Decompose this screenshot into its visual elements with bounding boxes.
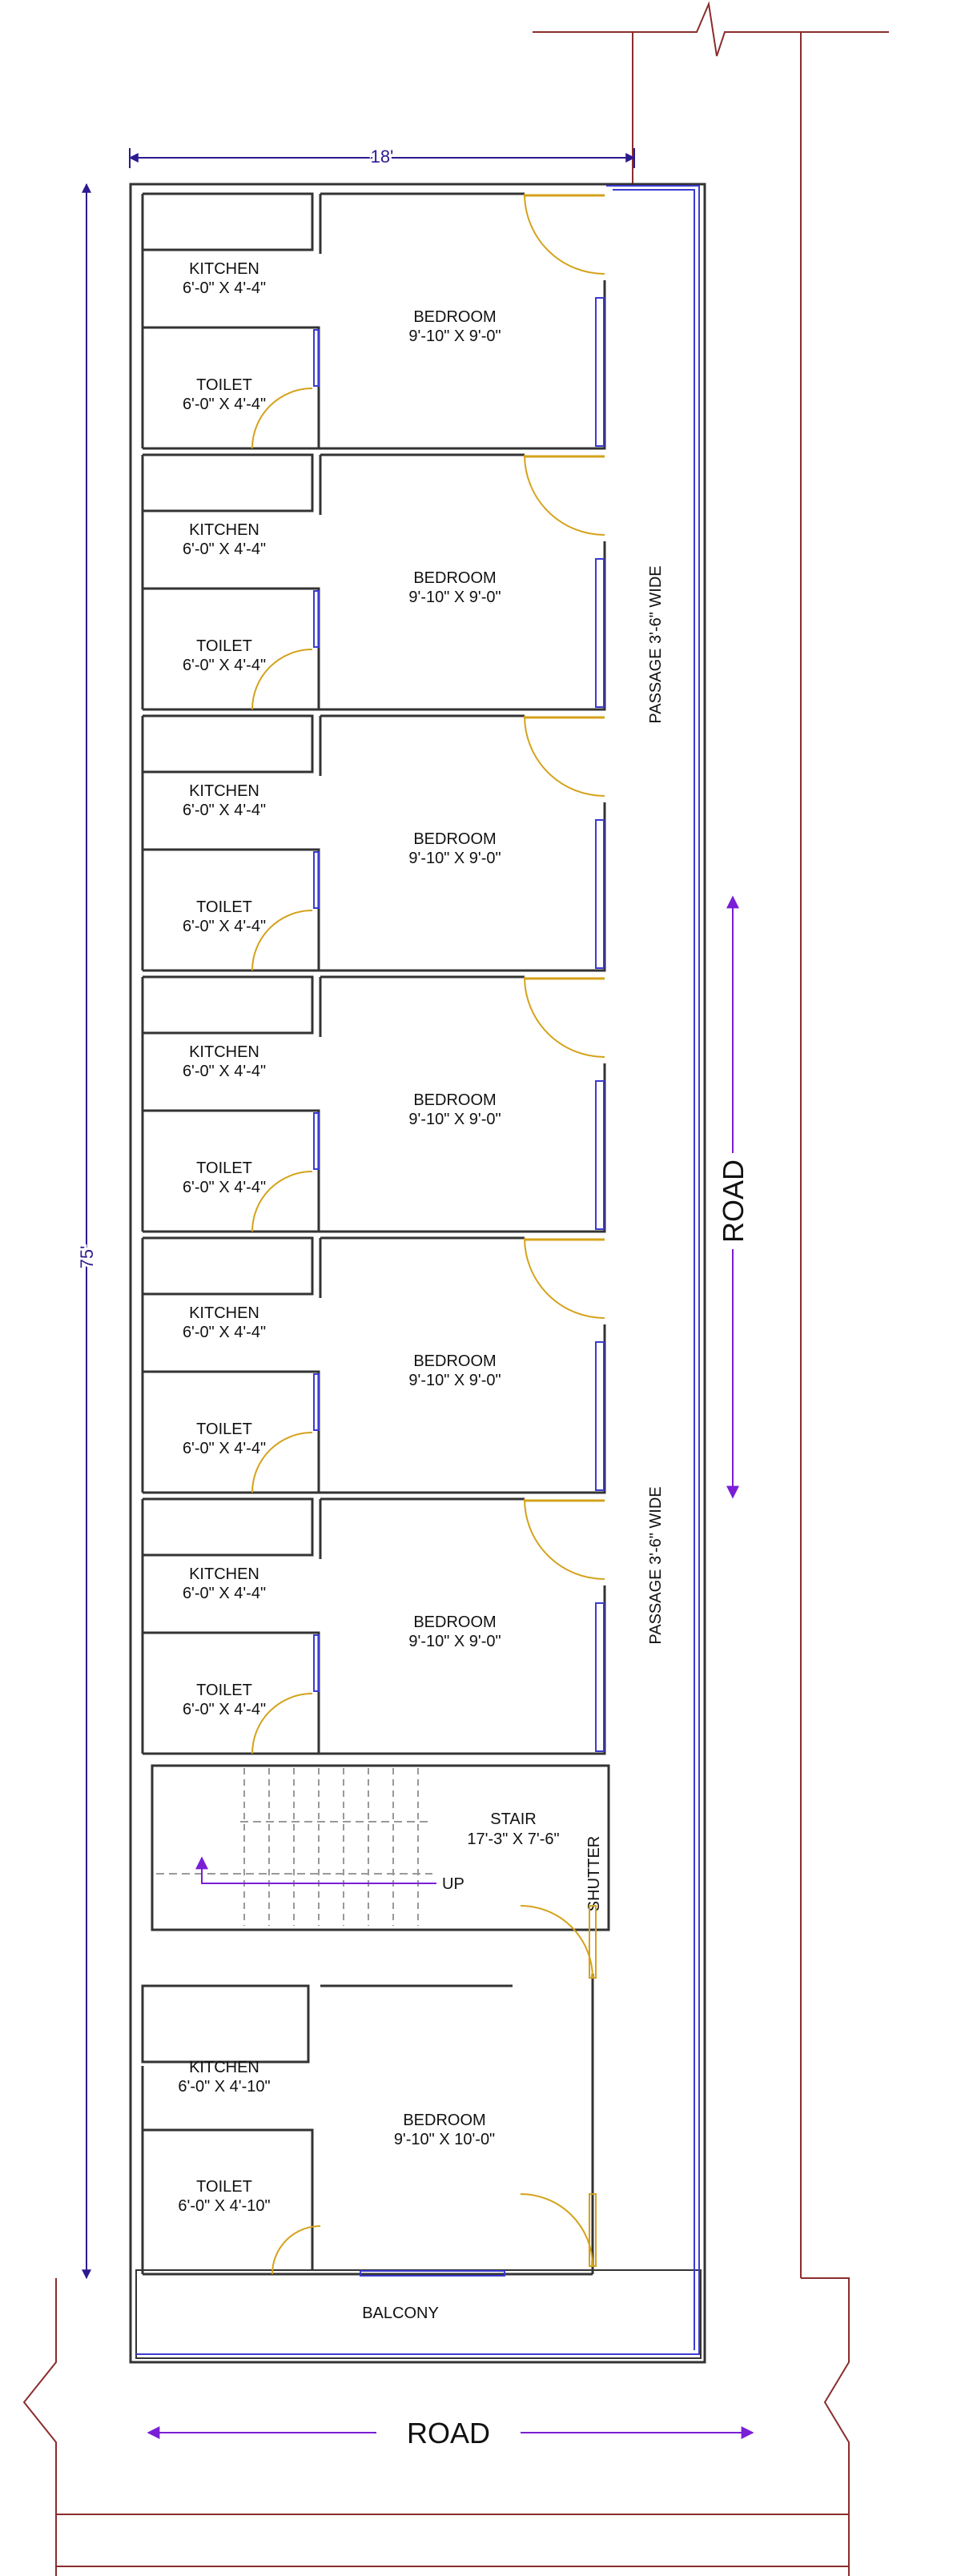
kitchen-label: KITCHEN [189,1565,259,1583]
kitchen-label: KITCHEN [189,1043,259,1061]
kitchen-label: KITCHEN [189,260,259,278]
unit: KITCHEN 6'-0" X 4'-4" TOILET 6'-0" X 4'-4" B… [141,975,606,1233]
balcony-label: BALCONY [362,2305,439,2322]
toilet-label: TOILET [196,1159,252,1177]
stair-size: 17'-3" X 7'-6" [467,1831,559,1848]
width-dimension: 18' [128,144,636,169]
last-bedroom-size: 9'-10" X 10'-0" [394,2131,495,2148]
bedroom-size: 9'-10" X 9'-0" [408,1372,501,1389]
kitchen-size: 6'-0" X 4'-4" [183,1063,266,1080]
passage-label-1: PASSAGE 3'-6" WIDE [647,565,665,723]
bedroom-size: 9'-10" X 9'-0" [408,328,501,345]
kitchen-size: 6'-0" X 4'-4" [183,541,266,558]
road-side: ROAD [717,895,750,1499]
bedroom-label: BEDROOM [413,1352,496,1370]
kitchen-size: 6'-0" X 4'-4" [183,802,266,819]
toilet-size: 6'-0" X 4'-4" [183,1440,266,1457]
kitchen-label: KITCHEN [189,521,259,539]
road-boundary [22,1,889,2576]
kitchen-label: KITCHEN [189,782,259,800]
stair-label: STAIR [490,1810,536,1828]
last-toilet-label: TOILET [196,2178,252,2196]
toilet-size: 6'-0" X 4'-4" [183,1701,266,1718]
passage-label-2: PASSAGE 3'-6" WIDE [647,1486,665,1644]
shutter-label: SHUTTER [585,1836,603,1911]
toilet-label: TOILET [196,1682,252,1699]
toilet-size: 6'-0" X 4'-4" [183,1179,266,1196]
stair-up-label: UP [442,1875,464,1893]
length-dimension: 75' [74,183,99,2280]
toilet-label: TOILET [196,898,252,916]
bedroom-label: BEDROOM [413,569,496,587]
road-side-label: ROAD [717,1159,750,1243]
toilet-label: TOILET [196,376,252,394]
unit: KITCHEN 6'-0" X 4'-4" TOILET 6'-0" X 4'-4" B… [141,714,606,972]
toilet-size: 6'-0" X 4'-4" [183,657,266,674]
bedroom-size: 9'-10" X 9'-0" [408,589,501,606]
stair: UP STAIR 17'-3" X 7'-6" SHUTTER [151,1764,610,1931]
road-bottom: ROAD [147,2417,754,2449]
toilet-size: 6'-0" X 4'-4" [183,396,266,413]
bedroom-label: BEDROOM [413,1091,496,1109]
bedroom-label: BEDROOM [413,1614,496,1631]
last-kitchen-size: 6'-0" X 4'-10" [178,2078,270,2096]
road-bottom-label: ROAD [407,2417,490,2449]
toilet-label: TOILET [196,1421,252,1438]
bedroom-label: BEDROOM [413,308,496,326]
bedroom-size: 9'-10" X 9'-0" [408,1111,501,1128]
toilet-label: TOILET [196,637,252,655]
bedroom-size: 9'-10" X 9'-0" [408,850,501,867]
kitchen-size: 6'-0" X 4'-4" [183,1324,266,1341]
last-bedroom-label: BEDROOM [403,2112,485,2129]
kitchen-size: 6'-0" X 4'-4" [183,279,266,297]
unit: KITCHEN 6'-0" X 4'-4" TOILET 6'-0" X 4'-4" B… [141,1497,606,1755]
length-dimension-label: 75' [77,1246,97,1269]
unit: KITCHEN 6'-0" X 4'-4" TOILET 6'-0" X 4'-4" B… [141,1236,606,1494]
last-unit: KITCHEN 6'-0" X 4'-10" TOILET 6'-0" X 4'… [141,1905,597,2322]
last-toilet-size: 6'-0" X 4'-10" [178,2197,270,2215]
width-dimension-label: 18' [371,147,394,167]
kitchen-label: KITCHEN [189,1304,259,1322]
last-kitchen-label: KITCHEN [189,2059,259,2076]
bedroom-label: BEDROOM [413,830,496,848]
unit: KITCHEN 6'-0" X 4'-4" TOILET 6'-0" X 4'-4" B… [141,453,606,711]
toilet-size: 6'-0" X 4'-4" [183,918,266,935]
bedroom-size: 9'-10" X 9'-0" [408,1633,501,1650]
kitchen-size: 6'-0" X 4'-4" [183,1585,266,1602]
